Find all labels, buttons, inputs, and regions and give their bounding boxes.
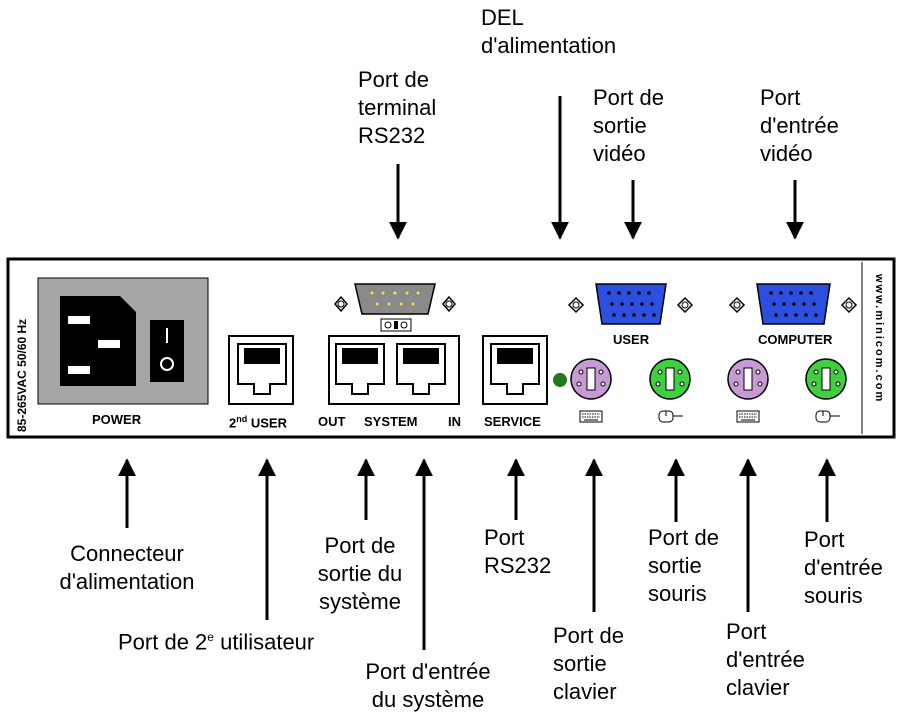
label-line: sortie [648, 553, 702, 578]
label-keyboard-input-port: Port d'entrée clavier [726, 618, 805, 702]
callout-arrows-top [389, 96, 804, 240]
rj45-service-port [482, 335, 548, 405]
label-line: terminal [358, 95, 437, 120]
label-line: d'entrée [726, 647, 805, 672]
label-line: sortie [593, 113, 647, 138]
label-line: d'entrée [760, 113, 839, 138]
label-line: Port de [358, 67, 429, 92]
rj45-system-ports [328, 335, 460, 405]
label-line: souris [804, 583, 863, 608]
mouse-icon [815, 410, 840, 423]
keyboard-icon [736, 410, 760, 423]
label-power-led: DEL d'alimentation [481, 4, 616, 60]
label-video-input-port: Port d'entrée vidéo [760, 84, 839, 168]
label-mouse-input-port: Port d'entrée souris [804, 526, 883, 610]
label-rs232-port: Port RS232 [484, 524, 551, 580]
mouse-icon [658, 410, 683, 423]
label-line: Port de [648, 525, 719, 550]
label-line: Port d'entrée [365, 659, 491, 684]
label-line: sortie du [317, 561, 403, 586]
label-line: Port de [593, 85, 664, 110]
system-panel-label: SYSTEM [364, 414, 418, 429]
vga-video-input-port [728, 283, 858, 325]
label-line: d'entrée [804, 555, 883, 580]
label-line: Port de [324, 533, 396, 558]
user-panel-label: USER [613, 332, 650, 347]
ps2-keyboard-output-port [570, 358, 612, 400]
label-line: Port [760, 85, 801, 110]
label-line: DEL [481, 5, 524, 30]
2nd-user-prefix: 2 [229, 415, 237, 431]
label-line: d'alimentation [59, 569, 195, 594]
label-line: vidéo [760, 141, 813, 166]
computer-panel-label: COMPUTER [758, 332, 833, 347]
service-panel-label: SERVICE [484, 414, 541, 429]
label-line: système [319, 589, 401, 614]
label-line: Port de [553, 623, 624, 648]
2nd-user-panel-label: 2nd USER [229, 414, 287, 430]
label-mouse-output-port: Port de sortie souris [648, 524, 719, 608]
voltage-label: 85-265VAC 50/60 Hz [15, 318, 29, 432]
rj45-2nd-user-port [228, 335, 294, 405]
label-line: vidéo [593, 141, 646, 166]
label-line: utilisateur [213, 629, 315, 655]
label-line: Port [804, 527, 845, 552]
power-panel-label: POWER [92, 412, 142, 427]
ps2-mouse-output-port [649, 358, 691, 400]
callout-arrows-bottom [118, 458, 836, 650]
keyboard-icon [579, 410, 603, 423]
system-in-panel-label: IN [448, 414, 461, 429]
label-line: RS232 [358, 123, 426, 148]
2nd-user-sup: nd [236, 414, 248, 424]
label-keyboard-output-port: Port de sortie clavier [553, 622, 624, 706]
label-line: RS232 [484, 553, 552, 578]
system-out-panel-label: OUT [318, 414, 346, 429]
ps2-mouse-input-port [805, 358, 847, 400]
label-line: sortie [553, 651, 607, 676]
label-system-output-port: Port de sortie du système [300, 532, 420, 616]
label-superscript: e [207, 630, 214, 644]
label-line: Port de 2 [118, 629, 208, 655]
website-label: www.minicom.com [873, 274, 885, 404]
label-line: du système [371, 687, 485, 712]
label-line: Connecteur [70, 541, 184, 566]
label-line: Port [726, 619, 767, 644]
db9-rs232-terminal-port [334, 283, 456, 332]
power-led [553, 373, 567, 387]
2nd-user-suffix: USER [247, 415, 287, 431]
label-line: clavier [726, 675, 790, 700]
label-line: d'alimentation [481, 33, 617, 58]
label-line: souris [648, 581, 707, 606]
label-line: clavier [553, 679, 617, 704]
ps2-keyboard-input-port [727, 358, 769, 400]
label-line: Port [484, 525, 525, 550]
vga-video-output-port [567, 283, 694, 325]
label-rs232-terminal-port: Port de terminal RS232 [358, 66, 436, 150]
label-2nd-user-port: Port de 2e utilisateur [118, 623, 314, 656]
label-video-output-port: Port de sortie vidéo [593, 84, 664, 168]
label-power-connector: Connecteur d'alimentation [52, 540, 202, 596]
label-system-input-port: Port d'entrée du système [353, 658, 503, 714]
